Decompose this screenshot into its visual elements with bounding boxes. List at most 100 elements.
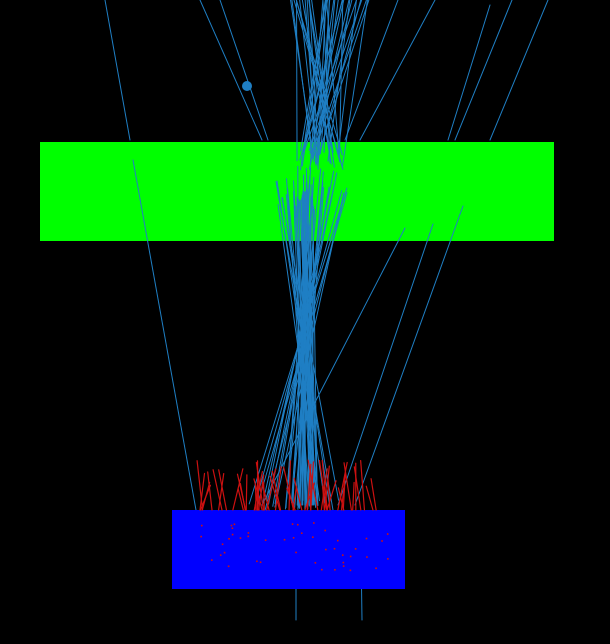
red-track bbox=[254, 483, 257, 511]
red-track bbox=[201, 481, 211, 511]
red-hit bbox=[256, 560, 258, 563]
blue-track bbox=[301, 194, 306, 506]
red-hit bbox=[354, 548, 357, 550]
blue-track bbox=[300, 198, 314, 506]
red-hit bbox=[233, 523, 236, 526]
red-track bbox=[218, 469, 228, 511]
red-hit bbox=[264, 539, 267, 542]
blue-track bbox=[341, 0, 368, 168]
red-track bbox=[352, 481, 355, 511]
red-hit bbox=[300, 532, 303, 534]
red-hit bbox=[292, 536, 295, 539]
marker-dot bbox=[242, 81, 252, 91]
red-hit bbox=[349, 569, 352, 572]
red-hit bbox=[324, 529, 327, 532]
red-track bbox=[207, 471, 213, 511]
red-track bbox=[271, 470, 282, 511]
red-hit bbox=[247, 532, 250, 534]
blue-track bbox=[199, 0, 263, 141]
red-track bbox=[327, 478, 331, 511]
red-hit bbox=[223, 551, 226, 554]
blue-track bbox=[295, 0, 343, 156]
blue-track bbox=[261, 227, 406, 506]
blue-track bbox=[311, 205, 315, 506]
blue-track bbox=[354, 205, 464, 506]
blue-track bbox=[489, 0, 549, 141]
red-hit bbox=[349, 555, 352, 558]
red-track bbox=[310, 461, 315, 511]
red-hit bbox=[227, 565, 230, 568]
blue-track bbox=[132, 159, 197, 511]
blue-track bbox=[281, 197, 340, 501]
red-track-group bbox=[196, 459, 389, 572]
blue-track bbox=[296, 0, 298, 162]
red-track bbox=[365, 485, 374, 511]
red-track bbox=[257, 474, 265, 511]
red-track bbox=[360, 459, 366, 511]
red-track bbox=[343, 462, 352, 511]
red-hit bbox=[334, 568, 336, 571]
red-hit bbox=[210, 559, 213, 561]
red-hit bbox=[386, 533, 389, 535]
red-hit bbox=[239, 537, 242, 539]
red-track bbox=[263, 481, 265, 511]
red-track bbox=[196, 460, 204, 511]
red-hit bbox=[325, 548, 327, 551]
red-hit bbox=[231, 527, 234, 530]
blue-track bbox=[337, 223, 434, 506]
red-track bbox=[283, 466, 295, 511]
red-track bbox=[266, 468, 277, 511]
red-hit bbox=[312, 536, 314, 538]
red-hit bbox=[200, 535, 202, 538]
blue-track bbox=[359, 0, 436, 141]
red-hit bbox=[219, 554, 222, 556]
red-track bbox=[237, 487, 244, 511]
red-hit bbox=[366, 556, 368, 558]
red-hit bbox=[295, 551, 297, 554]
blue-track bbox=[301, 191, 308, 506]
red-hit bbox=[221, 543, 224, 546]
blue-track bbox=[303, 0, 357, 152]
red-track bbox=[236, 473, 247, 511]
red-track bbox=[212, 469, 223, 511]
red-hit bbox=[365, 537, 368, 540]
blue-track bbox=[219, 0, 269, 141]
lower-detector-block bbox=[172, 510, 405, 589]
blue-track bbox=[338, 0, 344, 156]
blue-track bbox=[344, 0, 399, 141]
blue-track bbox=[447, 4, 491, 141]
red-track bbox=[370, 478, 377, 511]
blue-track bbox=[327, 0, 351, 162]
blue-track bbox=[299, 0, 326, 171]
blue-track bbox=[293, 0, 344, 170]
red-hit bbox=[296, 523, 299, 526]
red-hit bbox=[387, 558, 389, 560]
red-track bbox=[274, 466, 282, 511]
red-hit bbox=[313, 522, 315, 524]
red-hit bbox=[341, 554, 344, 556]
red-hit bbox=[291, 523, 294, 525]
blue-track bbox=[317, 0, 331, 168]
red-track bbox=[320, 468, 328, 511]
red-hit bbox=[247, 535, 250, 538]
red-hit bbox=[342, 565, 345, 567]
red-hit bbox=[333, 547, 336, 550]
blue-track bbox=[104, 0, 131, 141]
red-track bbox=[217, 473, 225, 511]
red-hit bbox=[336, 539, 339, 542]
red-track bbox=[232, 468, 244, 511]
red-hit bbox=[321, 568, 323, 571]
red-track bbox=[326, 480, 337, 511]
red-track bbox=[245, 474, 248, 511]
blue-track bbox=[301, 0, 329, 167]
blue-track bbox=[454, 0, 513, 141]
blue-track bbox=[337, 0, 357, 154]
red-hit bbox=[283, 538, 286, 541]
red-track bbox=[288, 460, 291, 511]
blue-track bbox=[272, 186, 330, 507]
blue-track bbox=[301, 0, 332, 165]
red-track bbox=[261, 483, 270, 511]
red-track bbox=[337, 487, 345, 511]
